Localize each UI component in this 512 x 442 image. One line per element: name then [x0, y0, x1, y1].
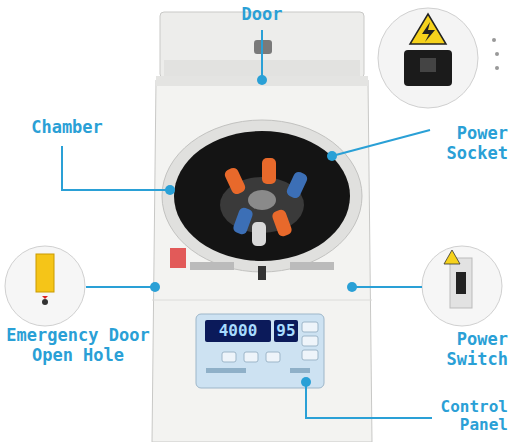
part-label: Power Switch: [432, 330, 508, 369]
display-reading: 95: [274, 321, 298, 341]
power-switch-inset: [422, 246, 502, 326]
centrifuge-body: [152, 76, 372, 442]
part-label: Door: [232, 5, 292, 25]
part-label: Control Panel: [432, 398, 508, 435]
chamber-opening: [162, 120, 362, 272]
control-panel: [196, 314, 324, 388]
warning-stickers: [170, 248, 334, 280]
power-socket-inset: [378, 8, 499, 108]
part-label: Emergency Door Open Hole: [2, 326, 154, 365]
leader-dots: [150, 75, 357, 387]
part-label: Chamber: [22, 118, 112, 138]
emergency-hole-inset: [5, 246, 85, 326]
display-reading: 4000: [205, 321, 271, 341]
part-label: Power Socket: [432, 124, 508, 163]
